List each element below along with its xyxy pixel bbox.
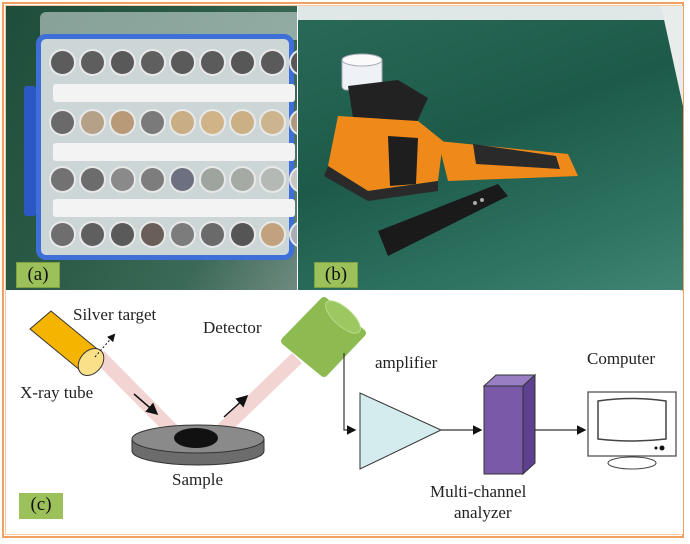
box-latch	[24, 86, 36, 216]
emission-arrow	[223, 394, 249, 418]
label-mca-line2: analyzer	[454, 503, 512, 522]
schematic-drawing	[29, 297, 677, 476]
photo-sample-box: (a)	[6, 6, 297, 290]
vial-row-3	[49, 166, 297, 193]
sample-box	[36, 34, 297, 260]
vial	[139, 166, 166, 193]
foam-strip	[53, 199, 295, 217]
silver-target-pointer	[94, 333, 116, 358]
vial	[79, 109, 106, 136]
label-amplifier: amplifier	[375, 353, 438, 372]
vial	[49, 49, 76, 76]
vial	[259, 109, 286, 136]
multi-channel-analyzer	[482, 373, 537, 476]
label-mca-line1: Multi-channel	[430, 482, 527, 501]
analyzer-side-panel	[388, 136, 418, 186]
strap-rivet	[480, 198, 484, 202]
label-detector: Detector	[203, 318, 262, 337]
signal-line-detector-amplifier	[343, 353, 357, 435]
vial	[169, 49, 196, 76]
amplifier	[359, 392, 443, 470]
vial-row-4	[49, 221, 297, 248]
xrf-schematic: Silver target X-ray tube Detector Sample…	[6, 291, 683, 534]
panel-label-a: (a)	[16, 262, 60, 288]
vial	[169, 221, 196, 248]
vial	[229, 49, 256, 76]
label-xray-tube: X-ray tube	[20, 383, 94, 402]
label-silver-target: Silver target	[73, 305, 157, 324]
vial	[169, 166, 196, 193]
vial	[289, 221, 297, 248]
analyzer-head	[348, 80, 428, 124]
vial	[49, 109, 76, 136]
analyzer-illustration	[324, 53, 578, 256]
sample-disk	[131, 424, 265, 466]
vial	[259, 221, 286, 248]
vial	[199, 49, 226, 76]
strap-rivet	[473, 201, 477, 205]
panel-label-b: (b)	[314, 262, 358, 288]
vial-row-1	[49, 49, 297, 76]
handle-grip	[473, 144, 560, 169]
outer-frame	[2, 2, 684, 538]
vial	[139, 221, 166, 248]
xray-tube	[29, 310, 105, 376]
vial	[49, 166, 76, 193]
vial	[139, 109, 166, 136]
incident-arrow	[133, 393, 159, 415]
incident-beam	[94, 351, 181, 439]
vial	[109, 166, 136, 193]
wall-background	[298, 6, 683, 20]
analyzer-base	[324, 166, 438, 201]
panel-label-c: (c)	[19, 493, 63, 519]
fluorescence-beam	[211, 353, 302, 441]
vial	[169, 109, 196, 136]
vial	[79, 49, 106, 76]
foam-strip	[53, 143, 295, 161]
vial	[229, 221, 256, 248]
vial	[109, 49, 136, 76]
vial	[49, 221, 76, 248]
photo-xrf-analyzer: (b)	[298, 6, 683, 290]
vial	[139, 49, 166, 76]
label-sample: Sample	[172, 470, 223, 489]
vial-row-2	[49, 109, 297, 136]
vial	[199, 166, 226, 193]
vial	[289, 166, 297, 193]
vial	[199, 109, 226, 136]
vial	[259, 49, 286, 76]
vial	[259, 166, 286, 193]
vial	[79, 221, 106, 248]
vial	[109, 109, 136, 136]
detector	[281, 297, 366, 377]
label-computer: Computer	[587, 349, 655, 368]
vial	[289, 109, 297, 136]
foam-strip	[53, 84, 295, 102]
computer-monitor	[587, 391, 677, 470]
vial	[79, 166, 106, 193]
vial	[109, 221, 136, 248]
vial	[229, 166, 256, 193]
vial	[199, 221, 226, 248]
vial	[289, 49, 297, 76]
sample-cup-rim	[341, 53, 383, 67]
vial	[229, 109, 256, 136]
